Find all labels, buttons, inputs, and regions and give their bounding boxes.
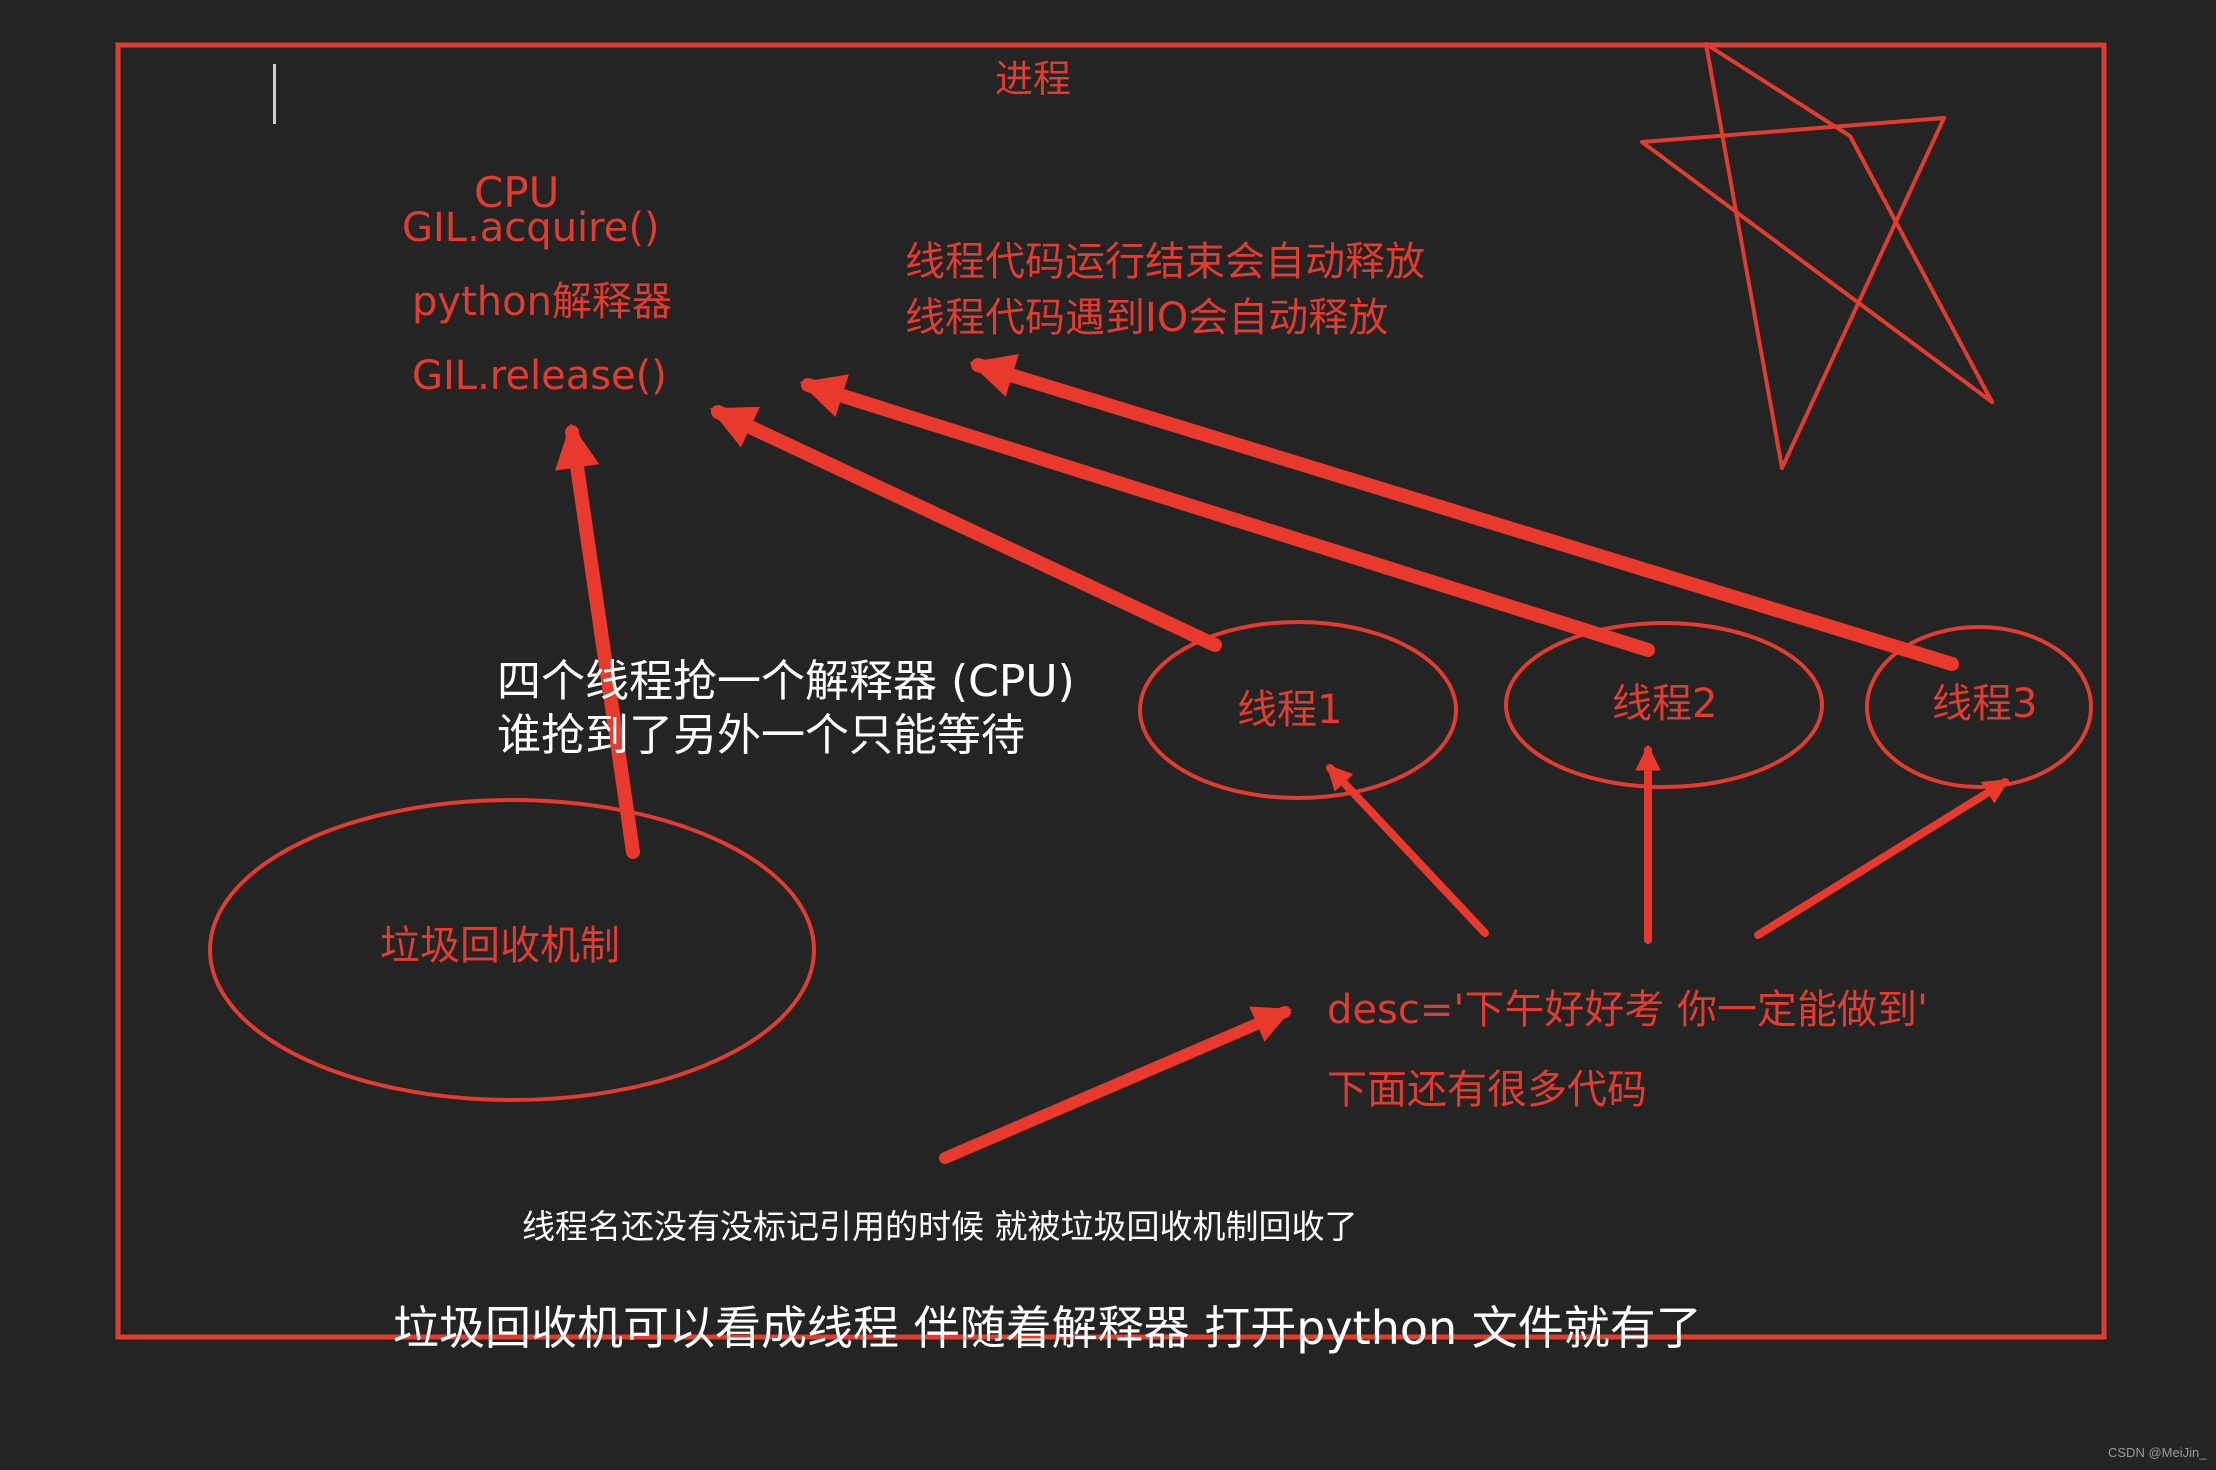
watermark: CSDN @MeiJin_	[2108, 1445, 2207, 1460]
arrow-gc-to-gil	[554, 423, 640, 859]
gc-label: 垃圾回收机制	[380, 923, 620, 969]
thread3-ellipse	[1865, 625, 2093, 789]
text-cursor	[273, 64, 276, 124]
code-line1: desc='下午好好考 你一定能做到'	[1327, 987, 1929, 1033]
arrow-to-code-block	[939, 1006, 1293, 1164]
thread2-ellipse	[1504, 621, 1824, 789]
thread2-label: 线程2	[1612, 681, 1718, 727]
cpu-title: CPU	[474, 168, 560, 217]
arrow-thread2-to-gil	[799, 374, 1655, 657]
arrow-thread1-to-gil	[709, 405, 1222, 652]
release-note-line2: 线程代码遇到IO会自动释放	[905, 295, 1389, 341]
process-label: 进程	[995, 57, 1072, 101]
gc-ellipse	[208, 798, 816, 1102]
competition-note-line2: 谁抢到了另外一个只能等待	[497, 710, 1025, 761]
star-doodle	[1640, 42, 1994, 470]
release-note-line1: 线程代码运行结束会自动释放	[905, 239, 1425, 285]
gil-release-label: GIL.release()	[412, 353, 667, 399]
process-boundary-box	[115, 42, 2107, 1340]
arrow-code-to-thread1	[1326, 764, 1489, 937]
thread1-ellipse	[1138, 620, 1458, 800]
arrow-code-to-thread3	[1754, 778, 2010, 939]
thread1-label: 线程1	[1237, 687, 1343, 733]
footer-note: 线程名还没有没标记引用的时候 就被垃圾回收机制回收了	[522, 1207, 1358, 1246]
arrow-thread3-to-gil	[969, 354, 1959, 671]
python-interpreter-label: python解释器	[412, 279, 672, 325]
thread3-label: 线程3	[1932, 681, 2038, 727]
footer-summary: 垃圾回收机可以看成线程 伴随着解释器 打开python 文件就有了	[393, 1301, 1702, 1355]
code-line2: 下面还有很多代码	[1327, 1067, 1647, 1113]
gil-acquire-label: GIL.acquire()	[402, 205, 660, 251]
competition-note-line1: 四个线程抢一个解释器 (CPU)	[497, 656, 1075, 707]
